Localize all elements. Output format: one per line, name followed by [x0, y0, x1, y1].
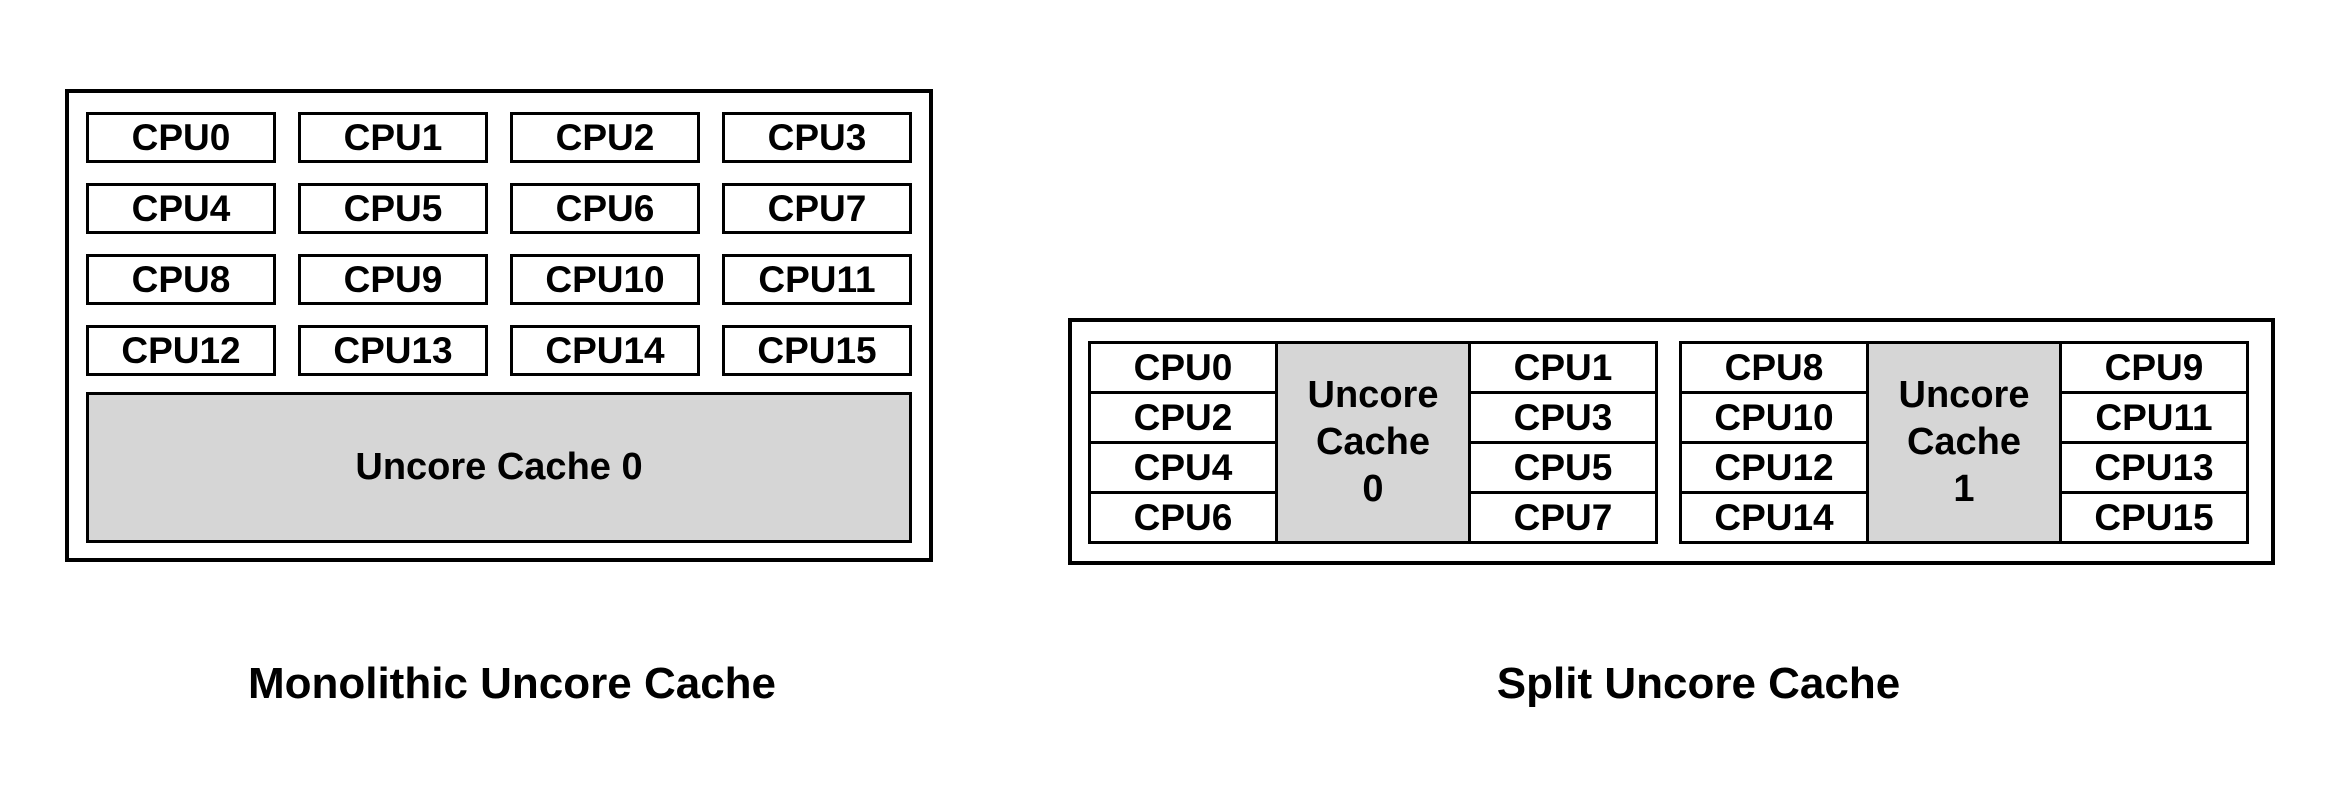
cpu-box: CPU5 [1471, 444, 1655, 494]
cache-label-line: Uncore [1307, 374, 1439, 416]
cpu-box: CPU15 [722, 325, 912, 376]
cpu-box: CPU5 [298, 183, 488, 234]
cpu-column: CPU0 CPU2 CPU4 CPU6 [1088, 341, 1278, 544]
cache-label-line: Cache [1906, 421, 2022, 463]
cpu-box: CPU8 [1682, 344, 1866, 394]
cpu-column: CPU9 CPU11 CPU13 CPU15 [2059, 341, 2249, 544]
cpu-box: CPU14 [510, 325, 700, 376]
cpu-box: CPU6 [1133, 497, 1233, 538]
cpu-box: CPU4 [1091, 444, 1275, 494]
uncore-cache-1-box: Uncore Cache 1 [1869, 341, 2059, 544]
cpu-box: CPU7 [1513, 497, 1613, 538]
cpu-box: CPU12 [86, 325, 276, 376]
cache-label-line: 0 [1362, 468, 1384, 510]
uncore-cache-0-box: Uncore Cache 0 [86, 392, 912, 543]
cpu-box: CPU2 [1091, 394, 1275, 444]
cpu-box: CPU10 [510, 254, 700, 305]
split-title: Split Uncore Cache [1496, 659, 1901, 708]
cache-group-0: CPU0 CPU2 CPU4 CPU6 Uncore Cache 0 CPU1 … [1088, 341, 1658, 544]
cpu-box: CPU4 [86, 183, 276, 234]
cpu-box: CPU10 [1682, 394, 1866, 444]
cpu-column: CPU8 CPU10 CPU12 CPU14 [1679, 341, 1869, 544]
split-diagram-box: CPU0 CPU2 CPU4 CPU6 Uncore Cache 0 CPU1 … [1068, 318, 2275, 565]
cpu-box: CPU1 [1471, 344, 1655, 394]
cpu-box: CPU0 [1091, 344, 1275, 394]
cpu-box: CPU14 [1714, 497, 1834, 538]
cpu-box: CPU12 [1682, 444, 1866, 494]
cpu-box: CPU15 [2094, 497, 2214, 538]
cpu-box: CPU7 [722, 183, 912, 234]
cpu-box: CPU6 [510, 183, 700, 234]
cpu-box: CPU9 [298, 254, 488, 305]
cpu-box: CPU13 [2062, 444, 2246, 494]
monolithic-title: Monolithic Uncore Cache [247, 659, 777, 708]
cpu-box: CPU0 [86, 112, 276, 163]
cpu-box: CPU9 [2062, 344, 2246, 394]
cpu-column: CPU1 CPU3 CPU5 CPU7 [1468, 341, 1658, 544]
monolithic-cpu-grid: CPU0 CPU1 CPU2 CPU3 CPU4 CPU5 CPU6 CPU7 … [86, 112, 912, 376]
cpu-box: CPU2 [510, 112, 700, 163]
monolithic-diagram-box: CPU0 CPU1 CPU2 CPU3 CPU4 CPU5 CPU6 CPU7 … [65, 89, 933, 562]
cpu-box: CPU1 [298, 112, 488, 163]
uncore-cache-0-box: Uncore Cache 0 [1278, 341, 1468, 544]
cache-label-line: 1 [1953, 468, 1975, 510]
cpu-box: CPU11 [722, 254, 912, 305]
cpu-box: CPU8 [86, 254, 276, 305]
cache-label-line: Uncore [1898, 374, 2030, 416]
cpu-box: CPU13 [298, 325, 488, 376]
cache-group-1: CPU8 CPU10 CPU12 CPU14 Uncore Cache 1 CP… [1679, 341, 2249, 544]
cpu-box: CPU3 [1471, 394, 1655, 444]
cpu-box: CPU11 [2062, 394, 2246, 444]
cpu-box: CPU3 [722, 112, 912, 163]
cache-label-line: Cache [1315, 421, 1431, 463]
